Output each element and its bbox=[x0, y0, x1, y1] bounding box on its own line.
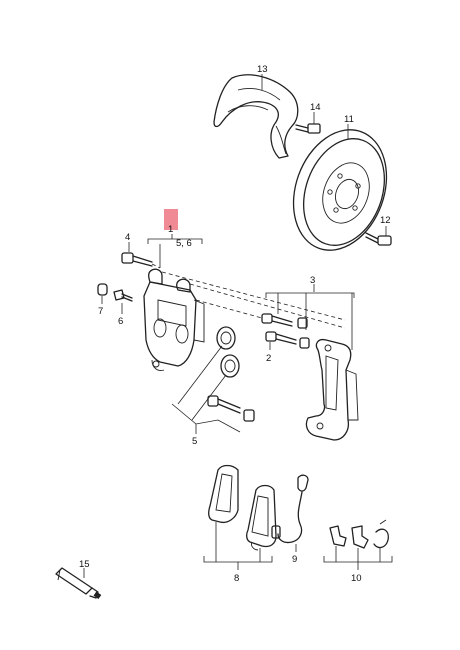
slide-pin-part-5[interactable] bbox=[207, 395, 241, 414]
slide-pin-bush[interactable] bbox=[243, 409, 255, 422]
callout-10: 10 bbox=[351, 573, 362, 584]
callout-12: 12 bbox=[380, 215, 391, 226]
callout-6: 6 bbox=[118, 316, 123, 327]
bleeder-valve-part-6[interactable] bbox=[113, 289, 133, 302]
callout-9: 9 bbox=[292, 554, 297, 565]
callout-2: 2 bbox=[266, 353, 271, 364]
bolt-part-14[interactable] bbox=[295, 123, 321, 134]
brake-disc-part[interactable] bbox=[277, 117, 402, 264]
guide-bolt-lower[interactable] bbox=[265, 331, 297, 345]
piston-seal-lower[interactable] bbox=[220, 354, 240, 378]
splash-shield-part[interactable] bbox=[213, 74, 299, 159]
screw-part-12[interactable] bbox=[365, 232, 392, 246]
guide-bush-lower[interactable] bbox=[299, 337, 310, 349]
callout-14: 14 bbox=[310, 102, 321, 113]
brake-caliper-part[interactable] bbox=[143, 268, 205, 371]
brake-pad-inner[interactable] bbox=[246, 484, 277, 551]
brake-carrier-part[interactable] bbox=[305, 338, 359, 441]
cap-part-7[interactable] bbox=[97, 283, 108, 296]
brake-pad-outer[interactable] bbox=[208, 464, 239, 524]
guide-bolt-upper[interactable] bbox=[261, 313, 293, 327]
piston-seal-upper[interactable] bbox=[216, 326, 236, 350]
callout-8: 8 bbox=[234, 573, 239, 584]
highlight-marker bbox=[164, 209, 178, 230]
callout-7: 7 bbox=[98, 306, 103, 317]
guide-bush-upper[interactable] bbox=[297, 317, 308, 329]
callout-15: 15 bbox=[79, 559, 90, 570]
callout-5: 5 bbox=[192, 436, 197, 447]
wear-indicator-part[interactable] bbox=[271, 474, 309, 544]
grease-tube-part[interactable] bbox=[55, 567, 102, 600]
clip-part-10-a[interactable] bbox=[329, 525, 347, 547]
callout-3: 3 bbox=[310, 275, 315, 286]
clip-part-10-b[interactable] bbox=[351, 525, 369, 549]
callout-1-sub: 5, 6 bbox=[176, 238, 192, 249]
bolt-part-4[interactable] bbox=[121, 252, 153, 267]
callout-1: 1 bbox=[168, 224, 173, 235]
callout-4: 4 bbox=[125, 232, 130, 243]
callout-13: 13 bbox=[257, 64, 268, 75]
callout-11: 11 bbox=[344, 114, 354, 125]
clip-part-10-c[interactable] bbox=[373, 519, 389, 549]
